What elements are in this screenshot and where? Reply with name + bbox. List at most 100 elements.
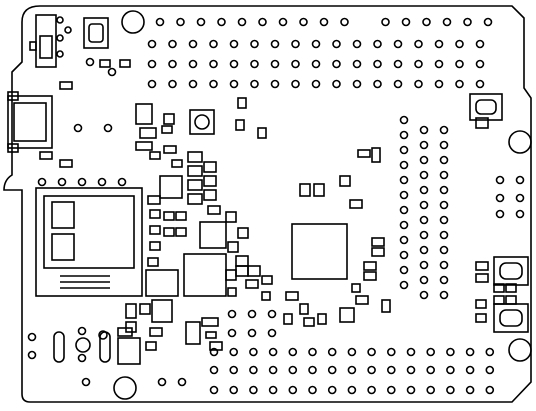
header-pin-hole (367, 365, 376, 375)
header-pin-hole (439, 290, 449, 300)
header-pin-hole (168, 59, 177, 69)
header-pin-hole (399, 160, 409, 170)
header-pin-hole (515, 209, 525, 219)
header-pin-hole (446, 365, 455, 375)
header-pin-hole (57, 177, 67, 187)
header-pin-hole (406, 385, 416, 395)
header-pin-hole (249, 365, 258, 375)
header-pin-hole (434, 39, 444, 49)
header-pin-hole (419, 275, 429, 285)
smd-pad (357, 149, 371, 158)
trimmer (189, 109, 215, 135)
header-pin-hole (495, 209, 505, 219)
header-pin-hole (399, 175, 409, 185)
smd-pad (119, 59, 131, 68)
header-pin-hole (515, 175, 525, 185)
header-pin-hole (270, 79, 280, 89)
smd-pad (161, 125, 173, 134)
header-pin-hole (98, 330, 108, 340)
header-pin-hole (177, 377, 187, 387)
header-pin-hole (73, 123, 83, 133)
slide-switch (29, 14, 57, 68)
header-pin-hole (117, 177, 127, 187)
header-pin-hole (288, 365, 298, 375)
header-pin-hole (308, 347, 317, 357)
header-pin-hole (97, 177, 107, 187)
header-pin-hole (327, 347, 337, 357)
header-pin-hole (439, 155, 449, 165)
smd-pad (117, 337, 141, 365)
smd-pad (203, 189, 217, 201)
smd-pad (317, 313, 327, 325)
header-pin-hole (308, 365, 317, 375)
header-pin-hole (399, 130, 409, 140)
header-pin-hole (495, 193, 505, 203)
header-pin-hole (414, 59, 423, 69)
smd-pad (145, 341, 157, 351)
header-pin-hole (485, 347, 495, 357)
main-ic-package (291, 223, 348, 280)
header-pin-hole (27, 350, 37, 360)
header-pin-hole (439, 245, 449, 255)
header-pin-hole (258, 17, 267, 27)
smd-pad (339, 175, 351, 187)
header-pin-hole (209, 347, 219, 357)
header-pin-hole (352, 39, 362, 49)
header-pin-hole (311, 39, 321, 49)
smd-pad (475, 273, 489, 283)
smd-pad (505, 283, 517, 293)
smd-pad (139, 303, 151, 315)
header-pin-hole (64, 26, 72, 34)
smd-pads (39, 59, 517, 365)
header-pin-hole (455, 59, 464, 69)
smd-pad (187, 193, 203, 205)
header-pin-hole (227, 309, 237, 319)
smd-pad (235, 265, 249, 277)
header-pin-hole (247, 328, 257, 338)
smd-pad (225, 269, 237, 281)
header-pin-hole (406, 347, 416, 357)
header-pin-hole (227, 328, 237, 338)
header-pin-hole (209, 385, 219, 395)
header-pin-hole (85, 57, 95, 67)
smd-pad (163, 211, 175, 221)
header-pin-hole (399, 190, 409, 200)
smd-pad (299, 303, 309, 315)
smd-pad (227, 287, 237, 297)
header-pin-hole (386, 385, 396, 395)
header-pin-hole (399, 250, 409, 260)
smd-pad (475, 299, 487, 309)
header-pin-hole (495, 175, 505, 185)
header-pin-hole (347, 365, 357, 375)
smd-pad (125, 321, 137, 333)
header-pin-hole (229, 365, 238, 375)
smd-pad (381, 299, 391, 313)
smd-pad (175, 211, 187, 221)
header-pin-hole (77, 353, 87, 363)
header-pin-hole (327, 365, 337, 375)
smd-pad (349, 199, 363, 209)
smd-pad (313, 183, 325, 197)
header-pin-hole (229, 79, 239, 89)
tactile-button-right-middle (493, 256, 529, 286)
smd-pad (475, 313, 487, 323)
header-pin-hole (419, 200, 429, 210)
header-pin-hole (56, 50, 64, 58)
header-pin-hole (147, 79, 157, 89)
smd-pad (117, 327, 133, 337)
header-pin-hole (188, 79, 198, 89)
header-pin-hole (229, 39, 239, 49)
smd-pad (163, 145, 177, 154)
header-pin-hole (465, 385, 475, 395)
smd-pad (135, 141, 153, 151)
header-pin-hole (340, 17, 349, 27)
tactile-button-right-lower (493, 303, 529, 333)
smd-pad (299, 183, 311, 197)
smd-pad (245, 279, 259, 289)
smd-pad (171, 159, 183, 168)
header-pin-hole (419, 230, 429, 240)
header-pin-hole (399, 265, 409, 275)
header-pin-hole (463, 17, 472, 27)
header-pin-hole (386, 347, 396, 357)
header-pin-hole (347, 385, 357, 395)
